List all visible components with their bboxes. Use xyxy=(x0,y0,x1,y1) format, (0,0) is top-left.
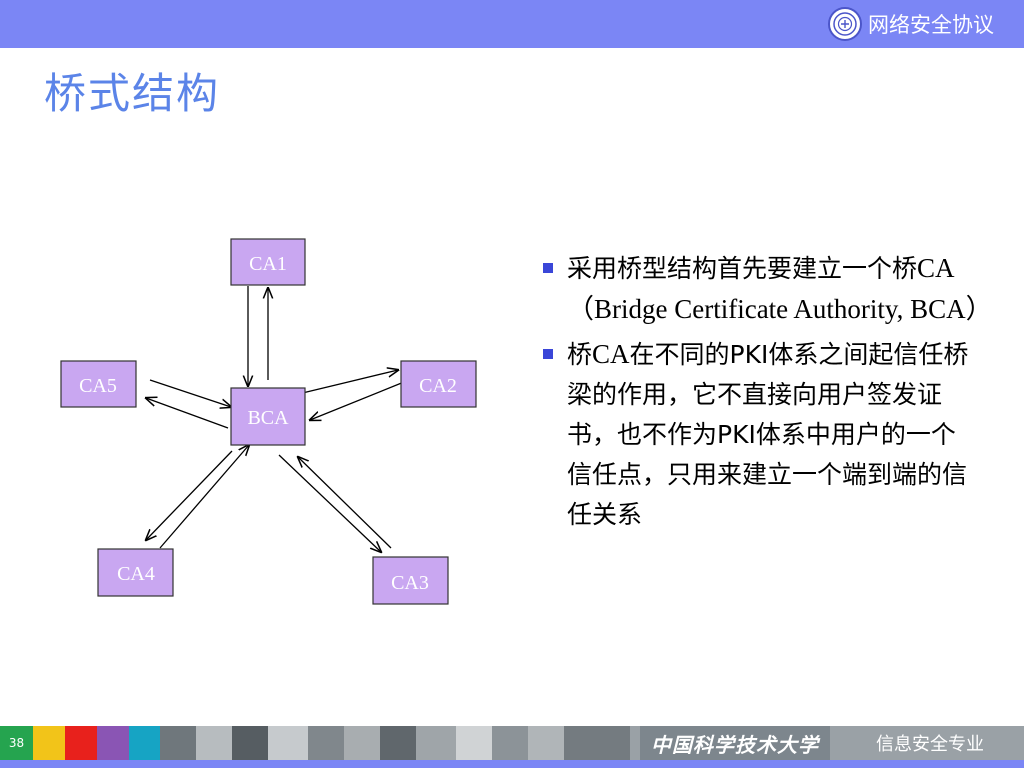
node-ca5: CA5 xyxy=(60,360,137,408)
bullet-text-latin: CA xyxy=(592,339,630,369)
node-ca1: CA1 xyxy=(230,238,306,286)
slide-title: 桥式结构 xyxy=(44,69,221,118)
node-bca: BCA xyxy=(230,387,306,446)
edge-ca5-to-bca xyxy=(149,379,231,407)
bullet-item: 桥CA在不同的PKI体系之间起信任桥梁的作用，它不直接向用户签发证书，也不作为P… xyxy=(540,334,980,535)
course-branding: 网络安全协议 xyxy=(828,6,994,42)
node-ca4: CA4 xyxy=(97,548,174,597)
header-bar: 网络安全协议 xyxy=(0,0,1024,48)
node-ca4-label: CA4 xyxy=(117,563,155,585)
university-seal-icon xyxy=(828,7,862,41)
color-swatch-purple xyxy=(97,726,129,760)
university-name: 中国科学技术大学 xyxy=(640,726,830,760)
node-bca-label: BCA xyxy=(247,407,289,429)
footer-accent-line xyxy=(0,760,1024,768)
square-bullet-icon xyxy=(543,349,553,359)
color-swatch-yellow xyxy=(33,726,65,760)
color-swatch-red xyxy=(65,726,97,760)
edge-bca-to-ca5 xyxy=(146,398,229,429)
edge-bca-to-ca4 xyxy=(146,450,233,540)
bullet-text: 采用桥型结构首先要建立一个桥 xyxy=(567,254,918,283)
edge-bca-to-ca3 xyxy=(278,454,381,552)
bullet-list: 采用桥型结构首先要建立一个桥CA（Bridge Certificate Auth… xyxy=(540,248,993,539)
photo-collage-strip xyxy=(160,726,630,760)
node-ca2-label: CA2 xyxy=(419,375,457,397)
edge-ca2-to-bca xyxy=(310,381,405,420)
edge-bca-to-ca2 xyxy=(289,370,398,397)
node-ca1-label: CA1 xyxy=(249,253,287,275)
node-ca5-label: CA5 xyxy=(79,375,117,397)
bullet-text: 在不同的PKI体系之间起信任桥梁的作用，它不直接向用户签发证书，也不作为PKI体… xyxy=(567,340,969,529)
edge-ca3-to-bca xyxy=(298,457,392,549)
course-title: 网络安全协议 xyxy=(868,13,994,37)
node-ca3: CA3 xyxy=(372,556,449,605)
bullet-text: 桥 xyxy=(567,340,593,369)
node-ca2: CA2 xyxy=(400,360,477,408)
square-bullet-icon xyxy=(543,263,553,273)
footer-bar: 38 中国科学技术大学 信息安全专业 xyxy=(0,726,1024,760)
bullet-text-latin: CA（Bridge Certificate Authority, BCA） xyxy=(567,253,993,324)
node-ca3-label: CA3 xyxy=(391,572,429,594)
color-swatch-cyan xyxy=(129,726,160,760)
edge-ca4-to-bca xyxy=(159,445,249,549)
page-number: 38 xyxy=(0,726,33,760)
bullet-item: 采用桥型结构首先要建立一个桥CA（Bridge Certificate Auth… xyxy=(540,248,993,330)
department-name: 信息安全专业 xyxy=(876,734,984,755)
